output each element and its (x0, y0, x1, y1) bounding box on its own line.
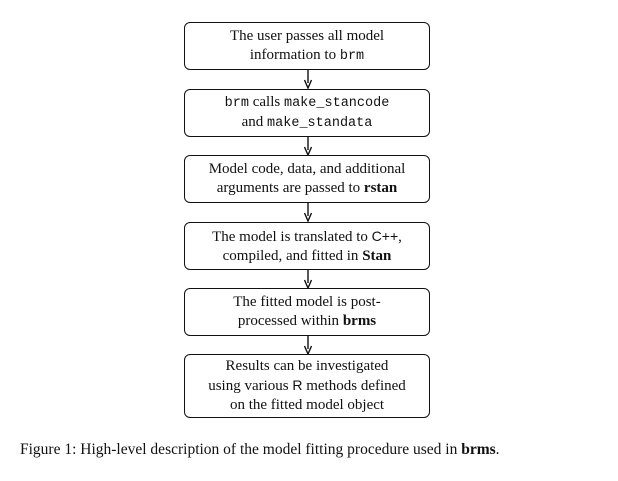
flow-arrow-5 (303, 336, 313, 356)
code-term: brm (339, 48, 365, 64)
text-run: C++ (371, 227, 399, 244)
flow-arrow-3 (303, 203, 313, 223)
text-run: , (398, 228, 402, 245)
text-run: and (241, 114, 268, 130)
box-text-line: using various R methods defined (208, 376, 406, 396)
text-run: The user passes all model (229, 27, 385, 44)
text-run: on the fitted model object (229, 397, 385, 413)
box-text-line: Results can be investigated (226, 357, 389, 376)
step-stan-compile-box: The model is translated to C++,compiled,… (184, 222, 430, 270)
caption-text: Figure 1: High-level description of the … (20, 441, 462, 458)
flow-arrow-2 (303, 137, 313, 157)
flowchart: The user passes all model information to … (184, 22, 430, 418)
box-text-line: compiled, and fitted in Stan (223, 247, 392, 266)
text-run: information to (249, 46, 340, 63)
text-run: arguments are passed to (216, 180, 364, 196)
flow-arrow-4 (303, 270, 313, 290)
step-pass-model-info-box: The user passes all model information to … (184, 22, 430, 70)
code-term: make_standata (267, 116, 373, 131)
box-text-line: Model code, data, and additional (209, 160, 406, 179)
text-run: methods defined (302, 378, 406, 394)
text-run: Results can be investigated (225, 358, 389, 374)
code-term: brm (224, 96, 249, 111)
text-run: processed within (237, 313, 343, 329)
caption-period: . (495, 441, 500, 458)
box-text-line: The model is translated to C++, (212, 227, 402, 247)
text-run: compiled, and fitted in (222, 247, 363, 264)
text-run: The fitted model is post- (233, 294, 381, 310)
box-text-line: information to brm (250, 46, 364, 66)
package-name: Stan (362, 247, 392, 264)
box-text-line: The user passes all model (230, 27, 384, 46)
text-run: R (292, 377, 303, 393)
step-rstan-box: Model code, data, and additional argument… (184, 155, 430, 203)
box-text-line: and make_standata (242, 113, 373, 133)
flow-arrow-1 (303, 70, 313, 90)
text-run: using various (208, 378, 293, 394)
code-term: make_stancode (283, 96, 390, 111)
box-text-line: brm calls make_stancode (225, 93, 390, 113)
caption-brms: brms (461, 441, 496, 458)
box-text-line: The fitted model is post- (233, 293, 380, 312)
package-name: brms (342, 313, 377, 329)
step-results-box: Results can be investigated using various… (184, 354, 430, 418)
box-text-line: arguments are passed to rstan (217, 179, 398, 198)
box-text-line: processed within brms (238, 312, 376, 331)
package-name: rstan (363, 180, 398, 196)
text-run: Model code, data, and additional (208, 161, 406, 177)
step-postprocess-box: The fitted model is post-processed withi… (184, 288, 430, 336)
figure-caption: Figure 1: High-level description of the … (20, 440, 610, 460)
text-run: calls (248, 94, 284, 110)
text-run: The model is translated to (212, 228, 372, 245)
box-text-line: on the fitted model object (230, 396, 384, 415)
